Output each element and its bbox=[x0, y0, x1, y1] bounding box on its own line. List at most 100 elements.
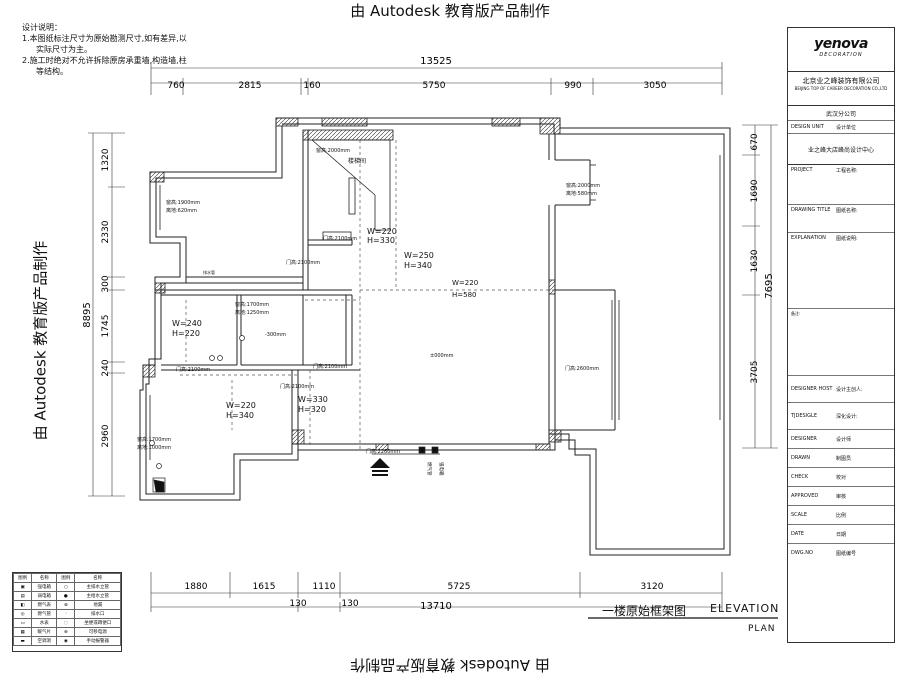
dim-left-total: 8895 bbox=[82, 302, 93, 327]
tb-key: APPROVED bbox=[791, 493, 819, 499]
legend-name: 主排水立管 bbox=[74, 582, 121, 592]
label: W=240 bbox=[172, 319, 202, 328]
title-block: yenova DECORATION 北京业之峰装饰有限公司 BEIJING TO… bbox=[787, 27, 895, 643]
company-name-en: BEIJING TOP OF CAREER DECORATION CO.,LTD bbox=[794, 86, 888, 91]
legend-name: 排水口 bbox=[74, 609, 121, 619]
dim-top: 3050 bbox=[644, 81, 667, 91]
legend-symbol: ▣ bbox=[12, 582, 33, 592]
label: W=220 bbox=[452, 279, 478, 287]
label: H=220 bbox=[172, 329, 200, 338]
dim-left: 2330 bbox=[101, 220, 111, 243]
legend-symbol: ▤ bbox=[12, 591, 33, 601]
tb-value: 日期 bbox=[836, 531, 847, 538]
label: 离地:620mm bbox=[166, 207, 197, 214]
label: H=320 bbox=[298, 405, 326, 414]
dim-bottom: 1880 bbox=[185, 582, 208, 592]
legend-table: 图例 名称 图例 名称 ▣强电箱○主排水立管 ▤弱电箱●主给水立管 ◧燃气表⊗地… bbox=[12, 572, 122, 652]
label: 门高:2600mm bbox=[565, 365, 599, 372]
legend-symbol: ◧ bbox=[12, 600, 33, 610]
notes-line: 实际尺寸为主。 bbox=[36, 45, 92, 54]
legend-header: 图例 bbox=[12, 573, 33, 583]
label: W=220 bbox=[226, 401, 256, 410]
dim-bottom-small: 130 bbox=[341, 599, 358, 609]
drawing-title-en: ELEVATION bbox=[710, 602, 780, 615]
structural-columns bbox=[142, 117, 562, 451]
tb-value: 设计单位 bbox=[836, 124, 857, 131]
notes-line: 2.施工时绝对不允许拆除原房承重墙,构造墙,柱 bbox=[22, 56, 187, 65]
dim-top-total: 13525 bbox=[420, 56, 452, 67]
tb-key: DRAWN bbox=[791, 455, 810, 461]
stair bbox=[311, 139, 391, 241]
legend-symbol: ◉ bbox=[56, 636, 76, 646]
notes-line: 等结构。 bbox=[36, 67, 68, 76]
legend-name: 弱电箱 bbox=[31, 591, 58, 601]
dimension-right bbox=[742, 124, 778, 449]
tb-row: PROJECT 工程名称: bbox=[788, 165, 894, 205]
tb-value: 工程名称: bbox=[836, 168, 858, 174]
label: 窗高:2000mm bbox=[566, 182, 600, 189]
label: 门高:2100mm bbox=[176, 366, 210, 373]
label: H=330 bbox=[367, 236, 395, 245]
tb-value: 图纸说明: bbox=[836, 236, 858, 242]
drawing-title: 一楼原始框架图 bbox=[602, 604, 687, 618]
legend-symbol: ▬ bbox=[12, 636, 33, 646]
legend-name: 燃气表 bbox=[31, 600, 58, 610]
label: W=250 bbox=[404, 251, 434, 260]
entrance-arrow-icon bbox=[370, 458, 390, 476]
label: 窗高:1700mm bbox=[235, 301, 269, 308]
legend-name: 地漏 bbox=[74, 600, 121, 610]
legend-name: 坐便或蹲便口 bbox=[74, 618, 121, 628]
label: W=330 bbox=[298, 395, 328, 404]
remark: 备注: bbox=[788, 309, 894, 376]
walls bbox=[139, 117, 731, 556]
dim-right-total: 7695 bbox=[764, 273, 775, 298]
dim-top: 5750 bbox=[423, 81, 446, 91]
label: 门高:2100mm bbox=[286, 259, 320, 266]
design-notes: 设计说明： 1.本图纸标注尺寸为原始勘测尺寸,如有差异,以 实际尺寸为主。 2.… bbox=[22, 22, 232, 77]
brand-sub: DECORATION bbox=[819, 52, 863, 58]
tb-key: DESIGNER HOST bbox=[791, 386, 833, 392]
label: 离地:580mm bbox=[566, 190, 597, 197]
legend-name: 水表 bbox=[31, 618, 58, 628]
label: 窗高:2000mm bbox=[316, 147, 350, 154]
dim-right: 1630 bbox=[750, 249, 760, 272]
label: H=580 bbox=[452, 291, 477, 299]
tb-key: PROJECT bbox=[791, 167, 813, 173]
legend-header: 名称 bbox=[74, 573, 121, 583]
tb-key: SCALE bbox=[791, 512, 808, 518]
dim-left: 2960 bbox=[101, 424, 111, 447]
label: 门高:2260mm bbox=[366, 448, 400, 455]
tb-value: 设计师 bbox=[836, 436, 852, 443]
dim-right: 670 bbox=[750, 133, 760, 150]
dim-left: 1745 bbox=[101, 315, 111, 338]
dim-top: 160 bbox=[303, 81, 320, 91]
label: H=340 bbox=[226, 411, 254, 420]
label: 窗高:1900mm bbox=[166, 199, 200, 206]
legend-name: 主给水立管 bbox=[74, 591, 121, 601]
label: 离地:1250mm bbox=[235, 309, 269, 316]
legend-symbol: ▦ bbox=[12, 627, 33, 637]
dim-right: 3705 bbox=[750, 361, 760, 384]
label: 离地:1000mm bbox=[137, 444, 171, 451]
window-marks bbox=[145, 155, 725, 460]
label: 燃气管 bbox=[426, 462, 433, 476]
legend-symbol: ⊕ bbox=[56, 627, 76, 637]
legend-symbol: ◌ bbox=[56, 618, 76, 628]
dim-bottom: 5725 bbox=[448, 582, 471, 592]
tb-value: 设计主创人: bbox=[836, 386, 863, 393]
dim-bottom: 3120 bbox=[641, 582, 664, 592]
branch-name: 武汉分公司 bbox=[788, 106, 894, 121]
tb-key: TJDESIGLE bbox=[791, 413, 818, 419]
legend-symbol: ⊗ bbox=[56, 600, 76, 610]
legend-name: 手动报警器 bbox=[74, 636, 121, 646]
tb-key: DRAWING TITLE bbox=[791, 207, 831, 213]
dimension-bottom bbox=[150, 572, 723, 612]
company-name: 北京业之峰装饰有限公司 BEIJING TOP OF CAREER DECORA… bbox=[788, 72, 894, 106]
